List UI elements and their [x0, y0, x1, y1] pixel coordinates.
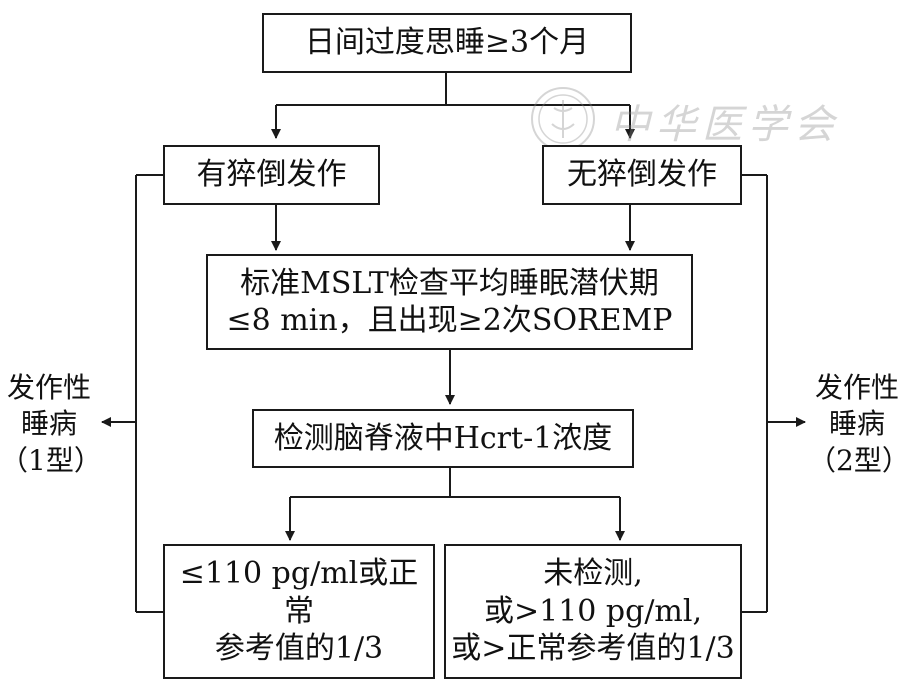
mslt-line-2: ≤8 min，且出现≥2次SOREMP — [226, 303, 673, 338]
node-right-cat-label: 无猝倒发作 — [567, 157, 717, 193]
node-without-cataplexy: 无猝倒发作 — [542, 145, 742, 205]
watermark: 中华医学会 — [528, 82, 848, 162]
node-other-hcrt: 未检测, 或>110 pg/ml, 或>正常参考值的1/3 — [444, 544, 742, 679]
outcome-left-line-2: 睡病 — [20, 407, 77, 441]
other-line-1: 未检测, — [543, 556, 643, 592]
node-with-cataplexy: 有猝倒发作 — [163, 145, 380, 205]
node-top-label: 日间过度思睡≥3个月 — [304, 25, 590, 61]
node-mslt: 标准MSLT检查平均睡眠潜伏期 ≤8 min，且出现≥2次SOREMP — [206, 254, 693, 350]
outcome-left-line-3: （1型） — [0, 443, 102, 477]
outcome-narcolepsy-type1: 发作性 睡病 （1型） — [0, 370, 102, 479]
mslt-line-1: 标准MSLT检查平均睡眠潜伏期 — [240, 265, 659, 301]
outcome-right-line-1: 发作性 — [814, 371, 899, 404]
society-seal-icon — [531, 87, 595, 151]
node-low-hcrt: ≤110 pg/ml或正常 参考值的1/3 — [163, 544, 435, 679]
node-csf-label: 检测脑脊液中Hcrt-1浓度 — [273, 420, 613, 456]
other-line-3: 或>正常参考值的1/3 — [451, 631, 735, 667]
low-line-1: ≤110 pg/ml或正常 — [179, 556, 419, 629]
watermark-text: 中华医学会 — [610, 102, 840, 148]
node-csf-hcrt: 检测脑脊液中Hcrt-1浓度 — [252, 409, 634, 468]
node-excessive-daytime-sleepiness: 日间过度思睡≥3个月 — [262, 13, 632, 73]
outcome-narcolepsy-type2: 发作性 睡病 （2型） — [808, 370, 910, 479]
node-left-cat-label: 有猝倒发作 — [196, 157, 347, 193]
outcome-right-line-3: （2型） — [808, 443, 910, 477]
low-line-2: 参考值的1/3 — [214, 631, 384, 667]
outcome-left-line-1: 发作性 — [6, 371, 91, 404]
outcome-right-line-2: 睡病 — [828, 407, 885, 441]
other-line-2: 或>110 pg/ml, — [483, 593, 703, 629]
